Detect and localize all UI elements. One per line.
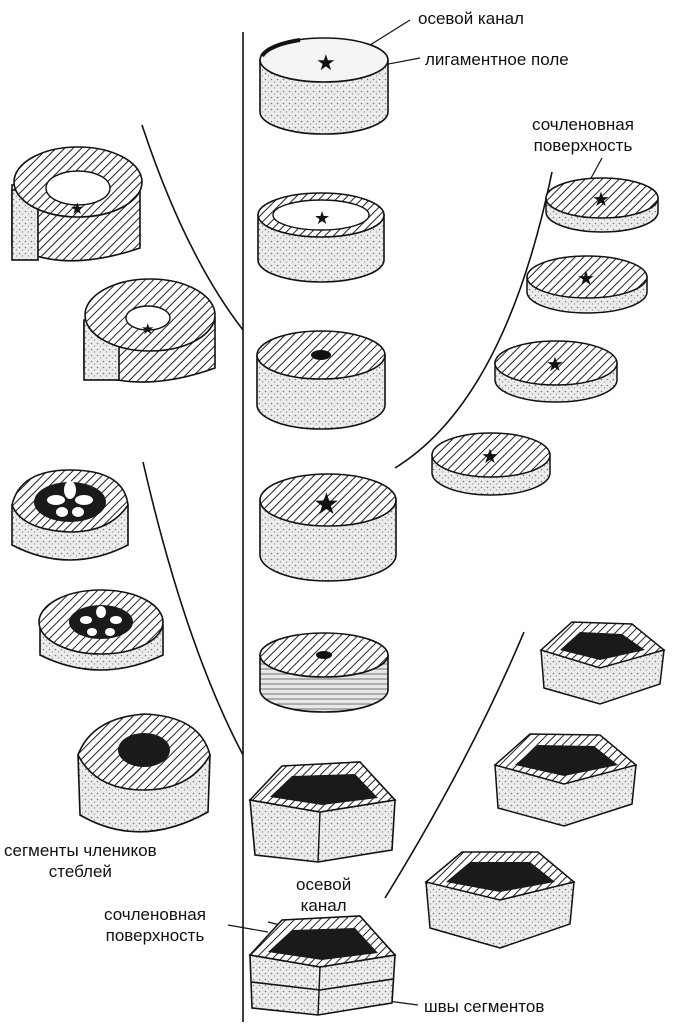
- label-articular-surface-bottom: сочленовная поверхность: [104, 904, 206, 946]
- pentagonal-star-2: [495, 734, 636, 826]
- cylinder-3-radial: [257, 331, 385, 429]
- cylinder-4-star: ★: [260, 474, 396, 581]
- star-icon: ★: [577, 266, 595, 290]
- pentagon-prism-2-sutures: [250, 916, 395, 1015]
- cylinder-1-ligament-field: ★: [260, 38, 388, 134]
- star-icon: ★: [314, 208, 330, 229]
- label-articular-surface-top: сочленовная поверхность: [532, 114, 634, 156]
- stem-segment-3: [78, 714, 210, 832]
- star-icon: ★: [592, 187, 610, 211]
- leader-articular-surface-top: [590, 158, 602, 180]
- cylinder-2-ring: ★: [258, 193, 384, 282]
- right-top-curve: [395, 172, 552, 468]
- pentagon-prism-1: [250, 762, 395, 862]
- star-icon: ★: [546, 352, 564, 376]
- label-segment-sutures: швы сегментов: [424, 996, 544, 1017]
- star-icon: ★: [316, 51, 336, 76]
- pentagonal-star-3: [426, 852, 574, 948]
- label-axial-canal-bottom: осевой канал: [296, 874, 351, 916]
- stem-segment-1: [12, 470, 128, 560]
- leader-articular-surface-bottom: [228, 925, 268, 932]
- star-icon: ★: [481, 444, 499, 468]
- articular-disc-2: ★: [527, 256, 647, 313]
- cutaway-ring-2: ★: [84, 279, 215, 382]
- label-ligament-field: лигаментное поле: [425, 49, 569, 70]
- pentagonal-star-1: [541, 622, 664, 704]
- articular-disc-4: ★: [432, 433, 550, 495]
- label-stem-segments: сегменты члеников стеблей: [4, 840, 157, 882]
- articular-disc-1: ★: [546, 178, 658, 232]
- articular-disc-3: ★: [495, 341, 617, 402]
- star-icon: ★: [141, 320, 154, 338]
- stem-segment-2: [39, 590, 163, 670]
- star-icon: ★: [70, 199, 84, 218]
- label-axial-canal-top: осевой канал: [418, 8, 524, 29]
- cutaway-ring-1: ★: [12, 147, 142, 261]
- star-icon: ★: [313, 487, 340, 522]
- cylinder-5-layered: [260, 633, 388, 712]
